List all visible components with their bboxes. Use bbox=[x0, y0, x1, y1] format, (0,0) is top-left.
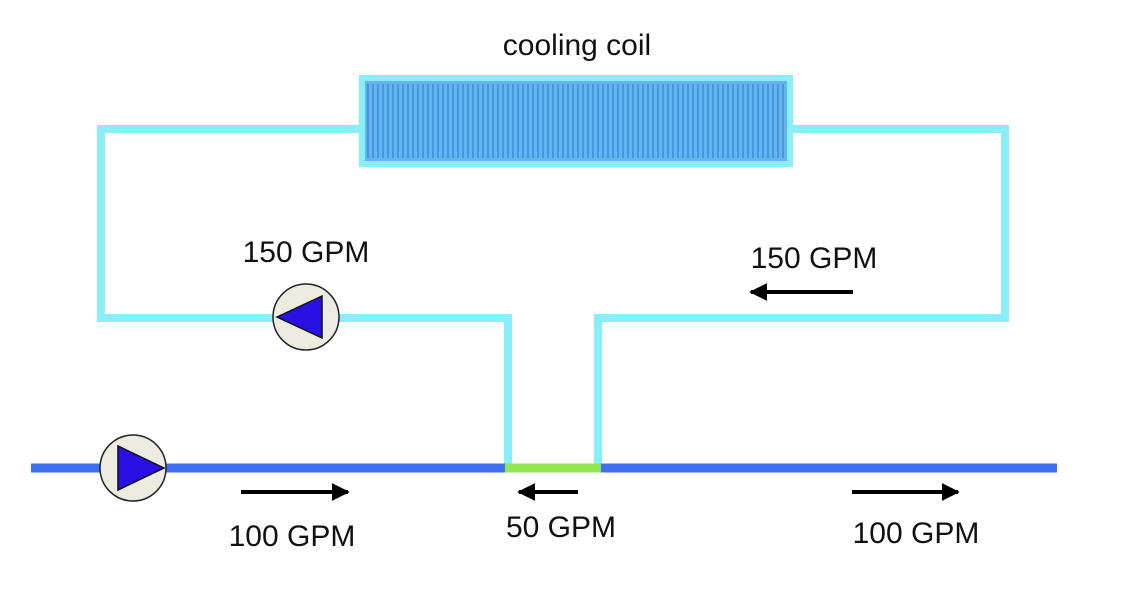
coil-fins bbox=[367, 84, 784, 158]
bypass-flow-label: 50 GPM bbox=[506, 511, 616, 544]
primary-supply-flow-label: 100 GPM bbox=[229, 520, 356, 553]
cooling-coil bbox=[359, 75, 793, 167]
secondary-return-flow-label: 150 GPM bbox=[751, 242, 878, 275]
secondary-left-pipe bbox=[97, 125, 512, 464]
pump-triangle bbox=[275, 294, 323, 340]
pump-icon bbox=[99, 434, 167, 502]
secondary-right-pipe bbox=[594, 125, 1009, 464]
coil-label: cooling coil bbox=[503, 29, 651, 62]
pump-icon bbox=[272, 283, 340, 351]
secondary-loop bbox=[97, 125, 1009, 464]
secondary-supply-flow-label: 150 GPM bbox=[243, 236, 370, 269]
pump-triangle bbox=[117, 444, 166, 492]
primary-return-flow-label: 100 GPM bbox=[853, 517, 980, 550]
coil-body bbox=[359, 75, 793, 167]
